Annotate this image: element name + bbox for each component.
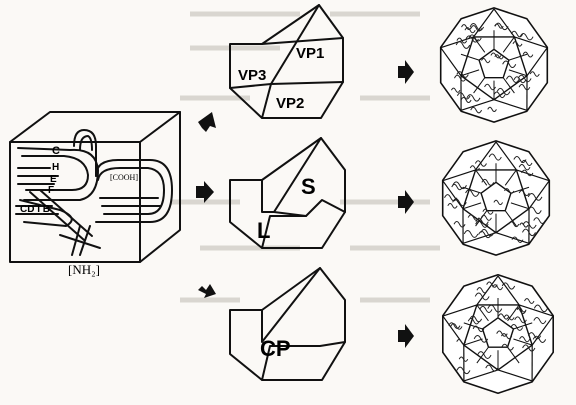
l-subunit-label: L [257, 218, 270, 243]
capsid-outline [441, 140, 551, 256]
capsid-subunit-marks [444, 153, 546, 243]
vp3-label: VP3 [238, 67, 266, 84]
c-terminus-label: [COOH] [110, 173, 138, 182]
background-text-bleed [170, 11, 440, 303]
vp2-label: VP2 [276, 95, 304, 112]
arrow-icon [196, 181, 214, 203]
strand-label-e: E [50, 174, 57, 185]
arrow-icon [198, 112, 216, 132]
capsid-outline [439, 7, 549, 123]
subunit-to-capsid-arrows [398, 60, 414, 348]
s-subunit-label: S [301, 174, 316, 199]
picornavirus-capsid [439, 7, 549, 123]
arrow-icon [398, 60, 414, 84]
strand-label-h: H [52, 162, 59, 173]
fold-strands [15, 129, 173, 256]
cp-subunit-label: CP [260, 336, 291, 361]
arrow-icon [198, 284, 216, 298]
fold-to-subunit-arrows [196, 112, 216, 298]
capsid-subunit-marks [448, 281, 548, 375]
arrow-icon [398, 324, 414, 348]
strand-label-cd-ib: CD I B [20, 204, 50, 215]
n-terminus-label: [NH₂] [68, 262, 100, 277]
panel-comovirus-subunits: S L [229, 137, 346, 249]
comovirus-capsid [441, 140, 551, 256]
panel-picornavirus-subunits: VP1 VP3 VP2 [229, 4, 344, 119]
strand-label-c: C [52, 145, 60, 157]
strand-label-f: F [48, 185, 54, 196]
capsid-facets [440, 8, 548, 111]
tombusvirus-capsid [441, 273, 555, 395]
capsid-facets [442, 141, 550, 244]
jelly-roll-fold: C H E F CD I B [COOH] [NH₂] [9, 111, 181, 277]
capsid-subunit-marks [450, 22, 540, 114]
arrow-icon [398, 190, 414, 214]
panel-tombusvirus-subunits: CP [229, 267, 346, 381]
vp1-label: VP1 [296, 45, 324, 62]
capsid-outline [441, 273, 555, 395]
